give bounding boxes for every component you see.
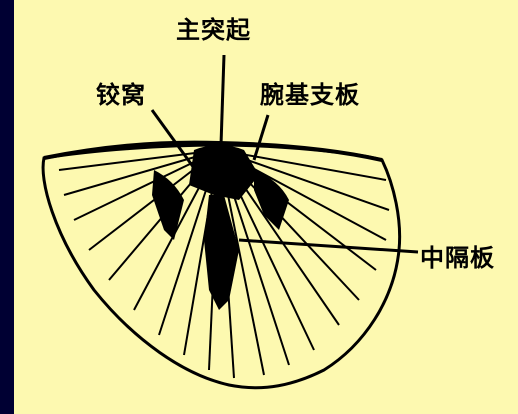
label-chilidial-plate: 腕基支板 — [260, 75, 360, 110]
pointer-socket — [152, 110, 194, 168]
label-median-septum: 中隔板 — [420, 238, 495, 273]
label-main-process: 主突起 — [176, 10, 251, 45]
figure-panel: 主突起 铰窝 腕基支板 中隔板 — [14, 0, 518, 414]
label-socket: 铰窝 — [96, 75, 146, 110]
pointer-chilidial-plate — [254, 115, 268, 160]
pointer-main-process — [221, 55, 224, 145]
median-septum-body — [204, 195, 239, 310]
shell-diagram — [14, 0, 518, 414]
